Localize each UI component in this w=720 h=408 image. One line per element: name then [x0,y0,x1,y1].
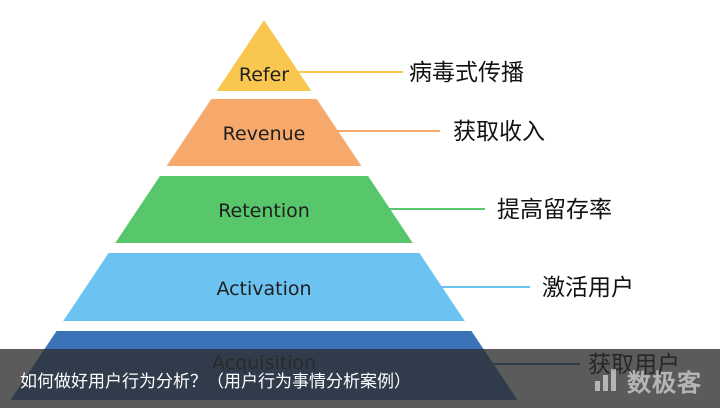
annotation-retention: 提高留存率 [497,197,612,223]
bar-chart-icon [595,369,616,391]
pyramid-layer-retention [115,176,413,243]
watermark: 数极客 [593,362,702,398]
layer-label-activation: Activation [216,278,311,300]
caption-bar [0,349,720,408]
pyramid-layer-revenue [166,99,362,166]
pyramid-layer-activation [63,253,465,321]
layer-label-revenue: Revenue [223,123,306,145]
annotation-activation: 激活用户 [542,275,634,301]
layer-label-refer: Refer [239,64,289,86]
annotation-refer: 病毒式传播 [409,60,524,86]
annotation-revenue: 获取收入 [453,119,545,145]
caption-text: 如何做好用户行为分析？（用户行为事情分析案例） [20,372,411,392]
pyramid-layer-refer [216,20,312,91]
watermark-text: 数极客 [627,368,702,397]
layer-label-retention: Retention [218,200,310,222]
